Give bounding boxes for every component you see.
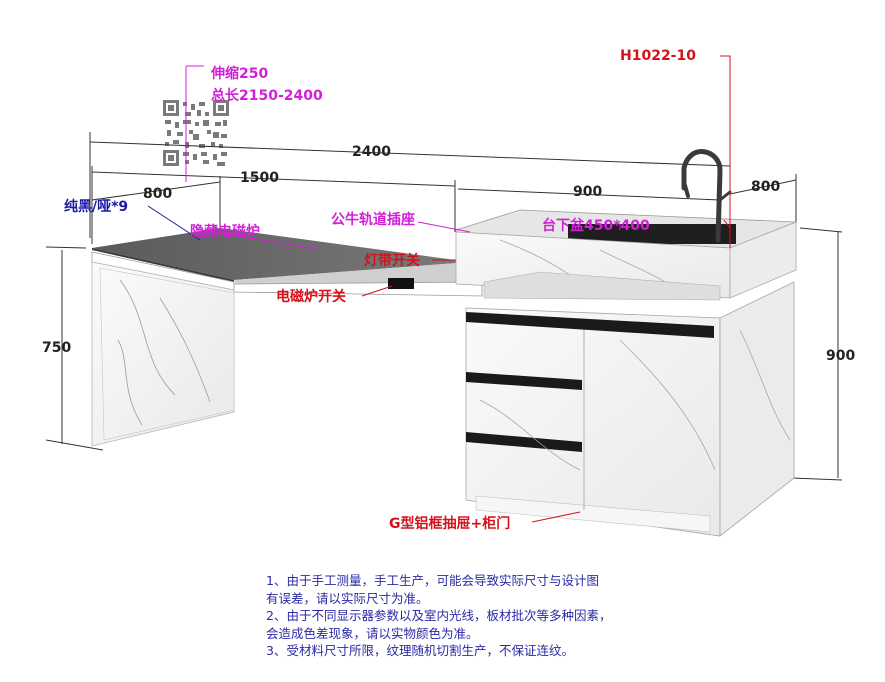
callout-extend: 伸缩250	[210, 65, 268, 82]
callout-faucet-model: H1022-10	[620, 48, 696, 64]
dimension-lines	[45, 132, 843, 481]
faucet-icon	[681, 149, 732, 243]
note-line: 2、由于不同显示器参数以及室内光线，板材批次等多种因素，	[266, 608, 612, 623]
qr-code-icon	[163, 100, 229, 166]
callout-drawer: G型铝框抽屉+柜门	[389, 515, 510, 532]
dim-800-left: 800	[143, 186, 172, 202]
disclaimer-notes: 1、由于手工测量，手工生产，可能会导致实际尺寸与设计图 有误差，请以实际尺寸为准…	[266, 572, 726, 660]
note-line: 会造成色差现象，请以实物颜色为准。	[266, 625, 479, 641]
dim-900-right: 900	[573, 184, 602, 200]
sink-basin	[568, 224, 736, 244]
dim-800-right: 800	[751, 179, 780, 195]
dim-2400: 2400	[352, 144, 391, 160]
note-line: 有误差，请以实际尺寸为准。	[266, 590, 429, 606]
callout-finish: 纯黑/哑*9	[64, 198, 128, 215]
leader-lines	[147, 55, 731, 523]
dim-900-height: 900	[826, 348, 855, 364]
cooktop-switch-slot	[388, 278, 414, 289]
callout-total-length: 总长2150-2400	[211, 87, 323, 104]
note-line: 1、由于手工测量，手工生产，可能会导致实际尺寸与设计图	[266, 573, 599, 588]
callout-sink: 台下盆450*400	[542, 217, 650, 234]
left-table	[91, 228, 483, 447]
dim-1500: 1500	[240, 170, 279, 186]
callout-cooktop-switch: 电磁炉开关	[276, 288, 346, 305]
dim-750: 750	[42, 340, 71, 356]
callout-rail-socket: 公牛轨道插座	[331, 211, 415, 228]
sink-cabinet	[455, 209, 797, 537]
note-line: 3、受材料尺寸所限，纹理随机切割生产，不保证连纹。	[266, 643, 574, 658]
callout-hidden-cooktop: 隐藏电磁炉	[190, 223, 260, 240]
callout-light-switch: 灯带开关	[364, 252, 420, 269]
